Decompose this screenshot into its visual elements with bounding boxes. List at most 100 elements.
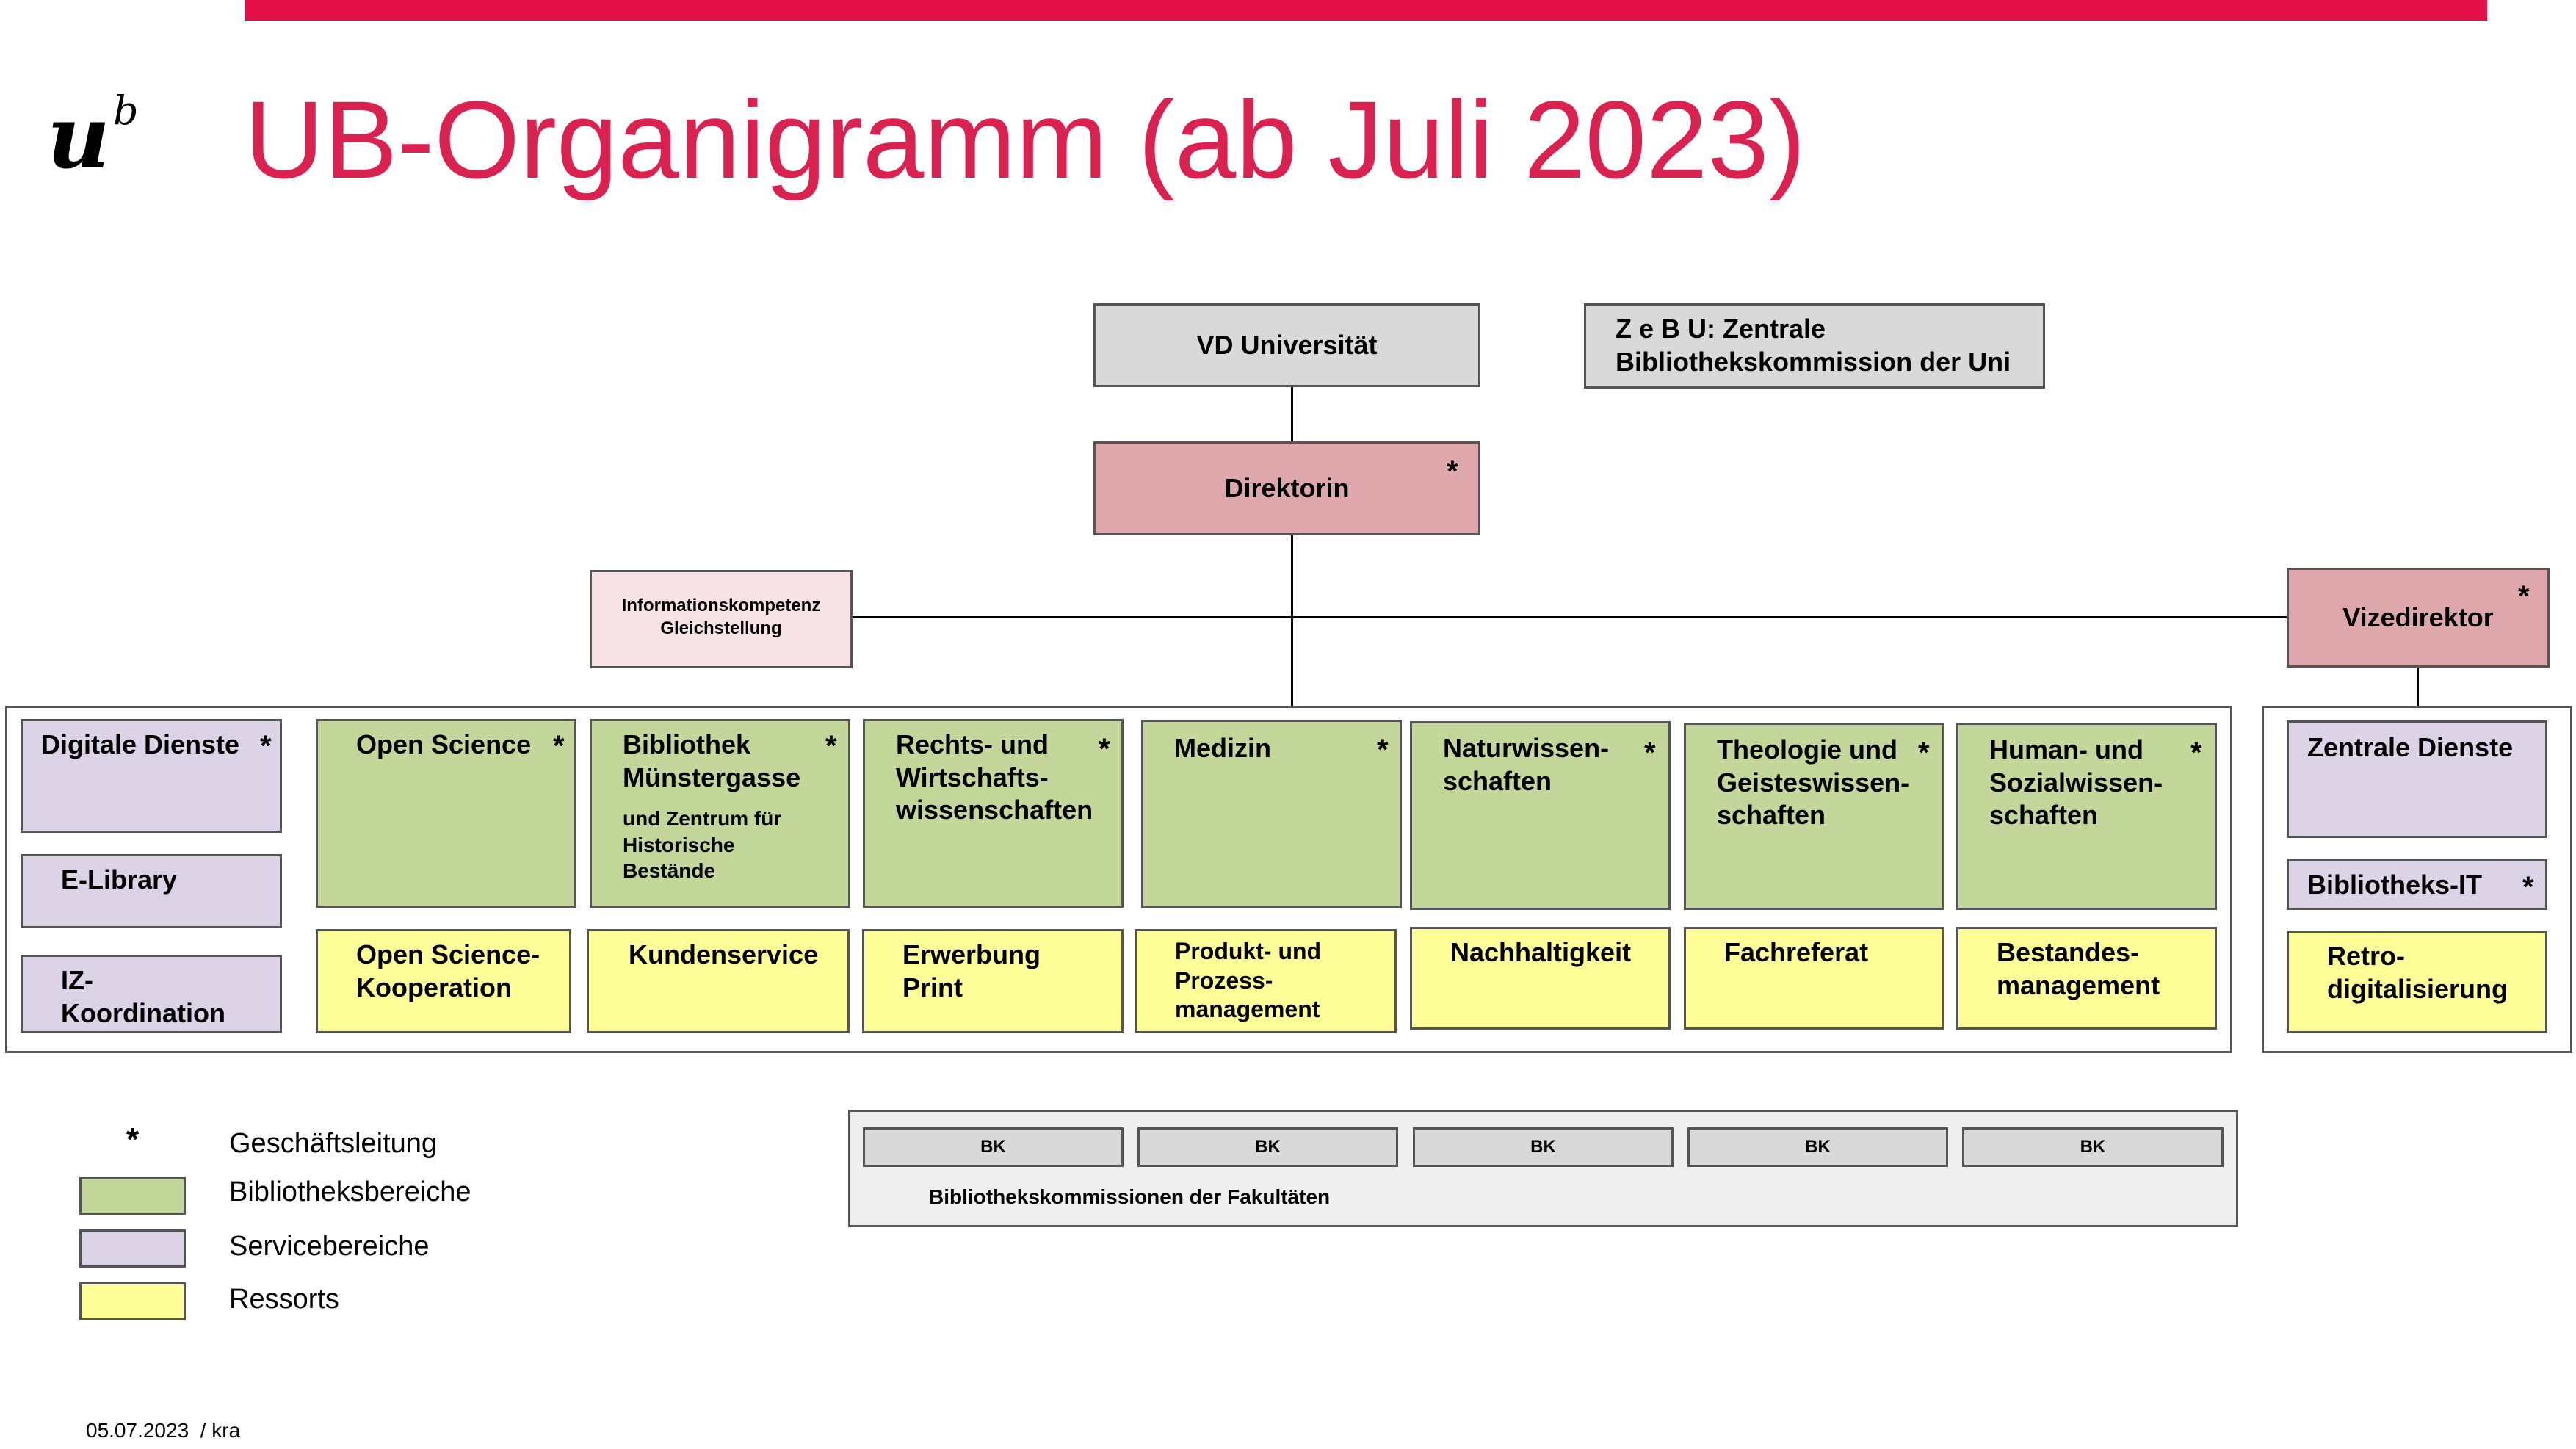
area-open-science-label: Open Science: [356, 729, 532, 759]
area-human-sozial-line3: schaften: [1989, 800, 2099, 831]
legend-ressorts-label: Ressorts: [229, 1284, 339, 1315]
area-bibliothek-muenstergasse: Bibliothek Münstergasse und Zentrum für …: [590, 719, 850, 908]
area-bibliothek-muenstergasse-sub1: und Zentrum für: [623, 807, 782, 831]
legend: * Geschäftsleitung Bibliotheksbereiche S…: [0, 1116, 558, 1337]
legend-swatch-purple: [79, 1229, 186, 1268]
ressort-kundenservice: Kundenservice: [587, 929, 850, 1033]
service-digitale-dienste-star: *: [260, 730, 272, 762]
area-theologie-geistes-line1: Theologie und: [1717, 734, 1897, 765]
service-digitale-dienste: Digitale Dienste *: [21, 719, 282, 833]
ressort-produkt-prozess-line1: Produkt- und: [1175, 938, 1322, 964]
ressort-open-science-kooperation: Open Science- Kooperation: [316, 929, 571, 1033]
logo-main: u: [47, 86, 110, 188]
connector-horizontal: [852, 616, 2348, 618]
main-frame: [5, 706, 2232, 1053]
legend-servicebereiche-label: Servicebereiche: [229, 1231, 430, 1262]
ressort-open-science-kooperation-line2: Kooperation: [356, 972, 512, 1002]
area-bibliothek-muenstergasse-line1: Bibliothek: [623, 729, 751, 759]
zebu-box: Z e B U: Zentrale Bibliothekskommission …: [1584, 303, 2045, 389]
bk-box-2: BK: [1137, 1127, 1398, 1167]
ressort-produkt-prozess: Produkt- und Prozess- management: [1135, 929, 1397, 1033]
service-e-library: E-Library: [21, 854, 282, 928]
legend-star-symbol: *: [126, 1121, 140, 1157]
vd-universitaet-label: VD Universität: [1196, 329, 1378, 360]
connector-direktorin-areas: [1291, 535, 1293, 707]
ressort-erwerbung-print-line2: Print: [902, 972, 963, 1002]
bk-frame: BK BK BK BK BK Bibliothekskommissionen d…: [848, 1110, 2238, 1227]
vizedirektor-label: Vizedirektor: [2342, 601, 2494, 632]
direktorin-box: Direktorin *: [1093, 441, 1480, 535]
area-rechts-wirtschaft-line3: wissenschaften: [896, 795, 1093, 825]
area-bibliothek-muenstergasse-star: *: [825, 730, 837, 762]
area-naturwissenschaften-line1: Naturwissen-: [1443, 733, 1610, 763]
service-e-library-label: E-Library: [61, 864, 178, 895]
legend-swatch-yellow: [79, 1282, 186, 1320]
bk-box-3: BK: [1413, 1127, 1674, 1167]
vizedirektor-box: Vizedirektor *: [2287, 568, 2550, 668]
area-naturwissenschaften-star: *: [1644, 737, 1656, 769]
area-open-science-star: *: [553, 730, 565, 762]
zebu-label-line1: Z e B U: Zentrale: [1616, 314, 1826, 344]
vd-universitaet-box: VD Universität: [1093, 303, 1480, 387]
legend-bibliotheksbereiche-label: Bibliotheksbereiche: [229, 1177, 471, 1207]
ressort-kundenservice-label: Kundenservice: [629, 939, 819, 969]
ressort-produkt-prozess-line3: management: [1175, 996, 1320, 1023]
ressort-produkt-prozess-line2: Prozess-: [1175, 966, 1273, 994]
area-theologie-geistes-line2: Geisteswissen-: [1717, 767, 1910, 798]
legend-geschaeftsleitung-label: Geschäftsleitung: [229, 1128, 438, 1159]
area-rechts-wirtschaft: Rechts- und Wirtschafts- wissenschaften …: [863, 719, 1124, 908]
informationskompetenz-box: Informationskompetenz Gleichstellung: [590, 570, 853, 668]
vizedirektor-star: *: [2518, 580, 2530, 613]
area-bibliothek-muenstergasse-line2: Münstergasse: [623, 762, 801, 792]
ressort-bestandesmanagement-line1: Bestandes-: [1997, 937, 2140, 967]
area-human-sozial-star: *: [2190, 737, 2202, 769]
area-human-sozial: Human- und Sozialwissen- schaften *: [1956, 723, 2217, 910]
area-medizin-label: Medizin: [1174, 733, 1271, 763]
direktorin-star: *: [1447, 455, 1458, 488]
logo-sup: b: [113, 87, 139, 134]
area-open-science: Open Science *: [316, 719, 576, 908]
area-medizin-star: *: [1377, 734, 1389, 766]
ressort-nachhaltigkeit: Nachhaltigkeit: [1410, 927, 1671, 1030]
service-zentrale-dienste-label: Zentrale Dienste: [2307, 732, 2514, 762]
service-digitale-dienste-label: Digitale Dienste: [41, 729, 240, 759]
right-frame: [2262, 706, 2572, 1053]
area-naturwissenschaften: Naturwissen- schaften *: [1410, 721, 1671, 910]
area-theologie-geistes-line3: schaften: [1717, 800, 1826, 831]
zebu-label-line2: Bibliothekskommission der Uni: [1616, 346, 2011, 377]
service-bibliotheks-it: Bibliotheks-IT *: [2287, 859, 2547, 910]
bk-box-1: BK: [863, 1127, 1124, 1167]
service-bibliotheks-it-star: *: [2522, 871, 2534, 903]
ressort-retrodigitalisierung-line1: Retro-: [2327, 941, 2405, 971]
area-human-sozial-line1: Human- und: [1989, 734, 2143, 765]
service-zentrale-dienste: Zentrale Dienste: [2287, 720, 2547, 838]
area-rechts-wirtschaft-line2: Wirtschafts-: [896, 762, 1049, 792]
ressort-retrodigitalisierung-line2: digitalisierung: [2327, 973, 2508, 1004]
connector-vd-direktorin: [1291, 386, 1293, 442]
area-medizin: Medizin *: [1141, 720, 1402, 908]
ressort-retrodigitalisierung: Retro- digitalisierung: [2287, 931, 2547, 1033]
ressort-erwerbung-print: Erwerbung Print: [862, 929, 1124, 1033]
ressort-bestandesmanagement-line2: management: [1997, 969, 2160, 1000]
connector-vize-services: [2417, 667, 2419, 707]
legend-swatch-green: [79, 1177, 186, 1215]
gleichstellung-label: Gleichstellung: [660, 618, 782, 639]
bk-caption: Bibliothekskommissionen der Fakultäten: [929, 1185, 1331, 1208]
ressort-erwerbung-print-line1: Erwerbung: [902, 939, 1041, 969]
ressort-bestandesmanagement: Bestandes- management: [1956, 927, 2217, 1030]
ressort-fachreferat-label: Fachreferat: [1724, 937, 1869, 967]
service-iz-koordination-line2: Koordination: [61, 997, 225, 1028]
area-bibliothek-muenstergasse-sub3: Bestände: [623, 859, 716, 882]
area-bibliothek-muenstergasse-sub2: Historische: [623, 833, 735, 856]
ressort-fachreferat: Fachreferat: [1684, 927, 1944, 1030]
ressort-open-science-kooperation-line1: Open Science-: [356, 939, 540, 969]
area-rechts-wirtschaft-line1: Rechts- und: [896, 729, 1049, 759]
top-accent-bar: [245, 0, 2487, 21]
service-iz-koordination: IZ- Koordination: [21, 955, 282, 1033]
footer-date: 05.07.2023 / kra: [86, 1419, 241, 1442]
service-bibliotheks-it-label: Bibliotheks-IT: [2307, 870, 2483, 900]
area-human-sozial-line2: Sozialwissen-: [1989, 767, 2163, 798]
university-logo: u b: [44, 86, 147, 189]
page-title: UB-Organigramm (ab Juli 2023): [245, 78, 1806, 201]
bk-box-5: BK: [1962, 1127, 2224, 1167]
